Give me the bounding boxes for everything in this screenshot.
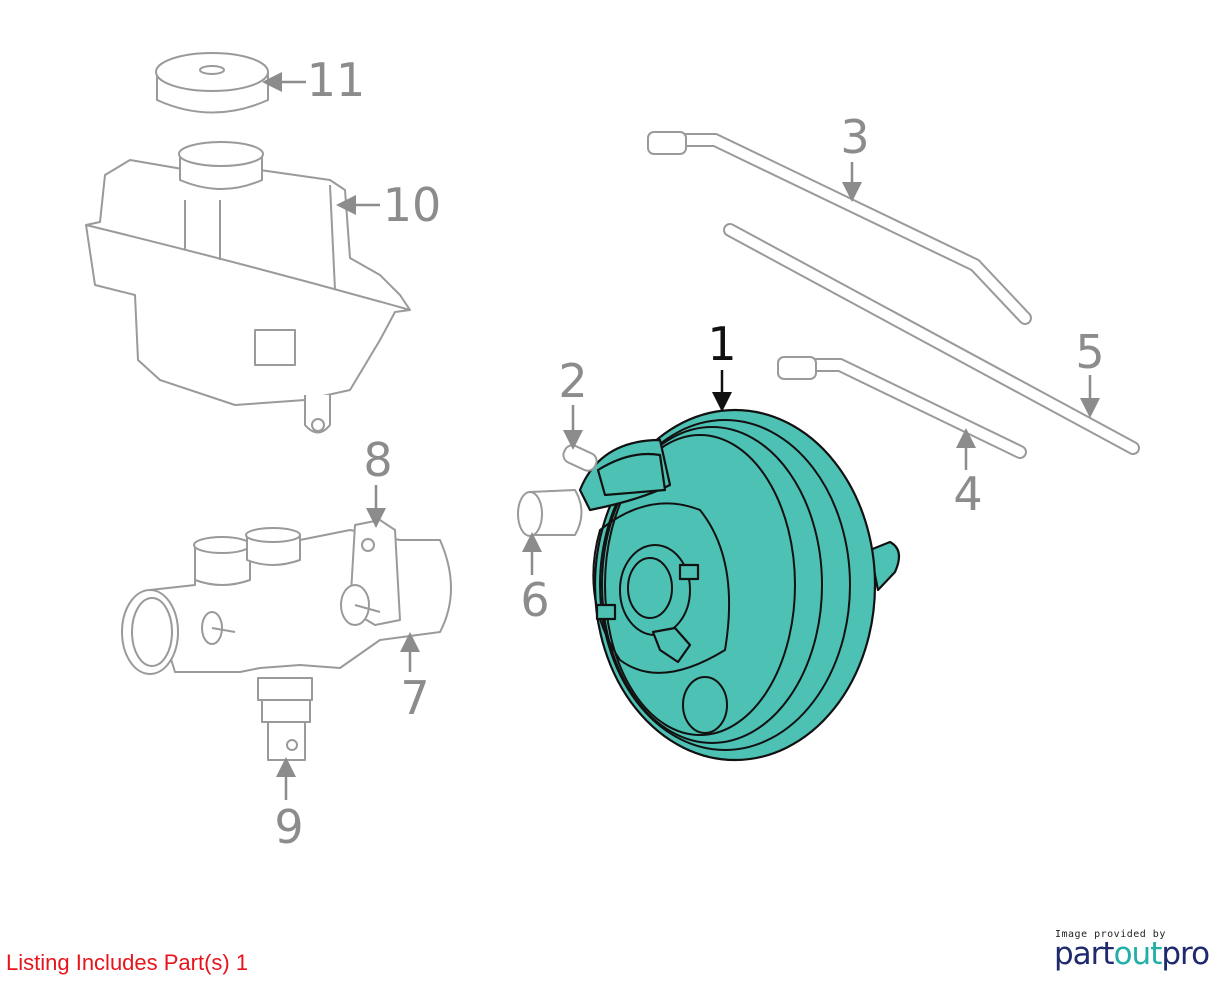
reservoir-part	[85, 141, 411, 434]
vacuum-hoses	[647, 131, 1140, 459]
callout-3[interactable]: 3	[840, 110, 869, 164]
callout-arrows	[262, 72, 1100, 800]
callout-2[interactable]: 2	[558, 354, 587, 408]
callout-6[interactable]: 6	[520, 573, 549, 627]
listing-includes-text: Listing Includes Part(s) 1	[6, 950, 249, 975]
logo-part: part	[1054, 936, 1115, 972]
sensor-part	[257, 677, 313, 761]
master-cylinder-part	[121, 519, 452, 675]
callout-8[interactable]: 8	[363, 433, 392, 487]
partoutpro-logo: partoutpro	[1054, 936, 1210, 972]
logo-out: out	[1113, 936, 1163, 972]
check-valve-part	[562, 444, 598, 472]
callout-4[interactable]: 4	[953, 467, 982, 521]
logo-pro: pro	[1161, 936, 1210, 972]
callout-9[interactable]: 9	[274, 800, 303, 854]
brake-booster-part	[578, 408, 901, 762]
callout-5[interactable]: 5	[1075, 325, 1104, 379]
grommet-part	[517, 489, 583, 537]
callout-11[interactable]: 11	[307, 53, 366, 107]
callout-10[interactable]: 10	[383, 178, 442, 232]
reservoir-cap-part	[155, 52, 269, 114]
image-credit-text: Image provided by	[1055, 929, 1166, 940]
callout-7[interactable]: 7	[400, 671, 429, 725]
callout-1[interactable]: 1	[707, 317, 736, 371]
